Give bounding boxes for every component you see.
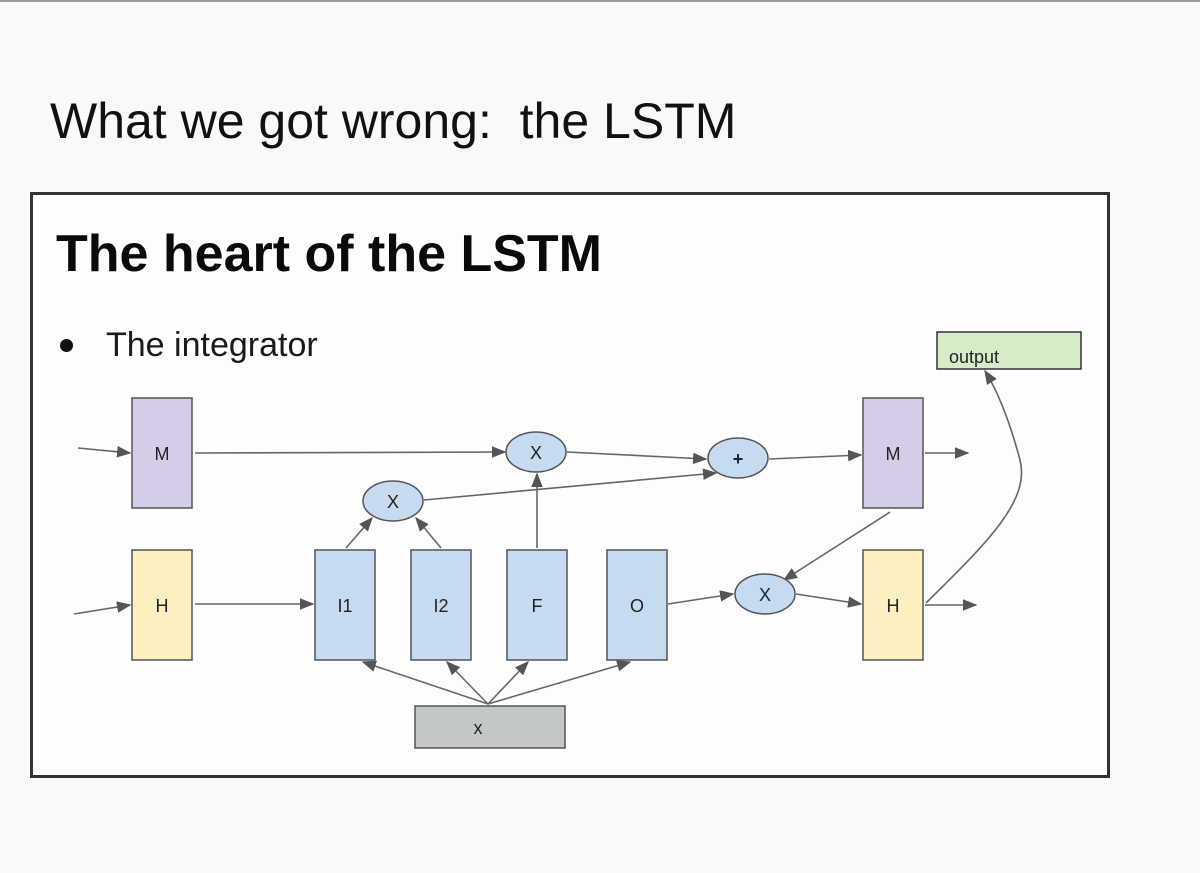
svg-text:X: X (530, 443, 542, 463)
edge-i1-to-mul-i (345, 516, 373, 549)
node-x-input: x (414, 705, 566, 749)
node-m-in: M (131, 397, 193, 509)
svg-text:I1: I1 (337, 596, 352, 616)
bullet-dot-icon (60, 338, 73, 352)
node-mul-input: X (362, 480, 424, 522)
edge-i2-to-mul-i (415, 516, 442, 549)
edge-mul-o-to-h-out (795, 593, 863, 608)
svg-text:H: H (156, 596, 169, 616)
bullet-text: The integrator (106, 326, 318, 364)
bullet-item: The integrator (60, 326, 318, 365)
edge-x-to-o (487, 660, 632, 705)
svg-text:output: output (949, 347, 999, 367)
svg-text:X: X (387, 492, 399, 512)
svg-text:I2: I2 (433, 596, 448, 616)
edge-x-to-i1 (361, 660, 489, 705)
svg-text:M: M (155, 444, 170, 464)
svg-text:H: H (887, 596, 900, 616)
svg-text:F: F (532, 596, 543, 616)
edge-h-out-to-output (925, 369, 1023, 604)
edge-o-to-mul-o (667, 590, 735, 605)
edge-m-out-to-mul-o (782, 511, 891, 581)
node-mul-forget: X (505, 431, 567, 473)
svg-text:+: + (733, 449, 744, 469)
edge-h-in-entry (73, 601, 132, 615)
edge-x-to-i2 (445, 660, 489, 705)
node-m-out: M (862, 397, 924, 509)
svg-text:O: O (630, 596, 644, 616)
edge-m-in-entry (77, 446, 132, 458)
svg-text:x: x (474, 718, 483, 738)
edge-add-to-m-out (768, 449, 863, 462)
node-output: output (936, 331, 1082, 370)
edge-mul-f-to-add (566, 451, 708, 465)
diagram-edges (73, 369, 1023, 705)
node-f-gate: F (506, 549, 568, 661)
node-h-out: H (862, 549, 924, 661)
edge-x-to-f (487, 660, 529, 705)
svg-text:X: X (759, 585, 771, 605)
svg-text:M: M (886, 444, 901, 464)
node-mul-output: X (734, 573, 796, 615)
node-h-in: H (131, 549, 193, 661)
slide-title: What we got wrong: the LSTM (50, 93, 737, 149)
node-i1-gate: I1 (314, 549, 376, 661)
section-heading: The heart of the LSTM (56, 225, 602, 283)
edge-m-to-mul-f (194, 446, 507, 458)
node-i2-gate: I2 (410, 549, 472, 661)
node-o-gate: O (606, 549, 668, 661)
edge-mul-i-to-add (423, 468, 718, 501)
node-add: + (707, 437, 769, 479)
top-rule (0, 0, 1200, 2)
